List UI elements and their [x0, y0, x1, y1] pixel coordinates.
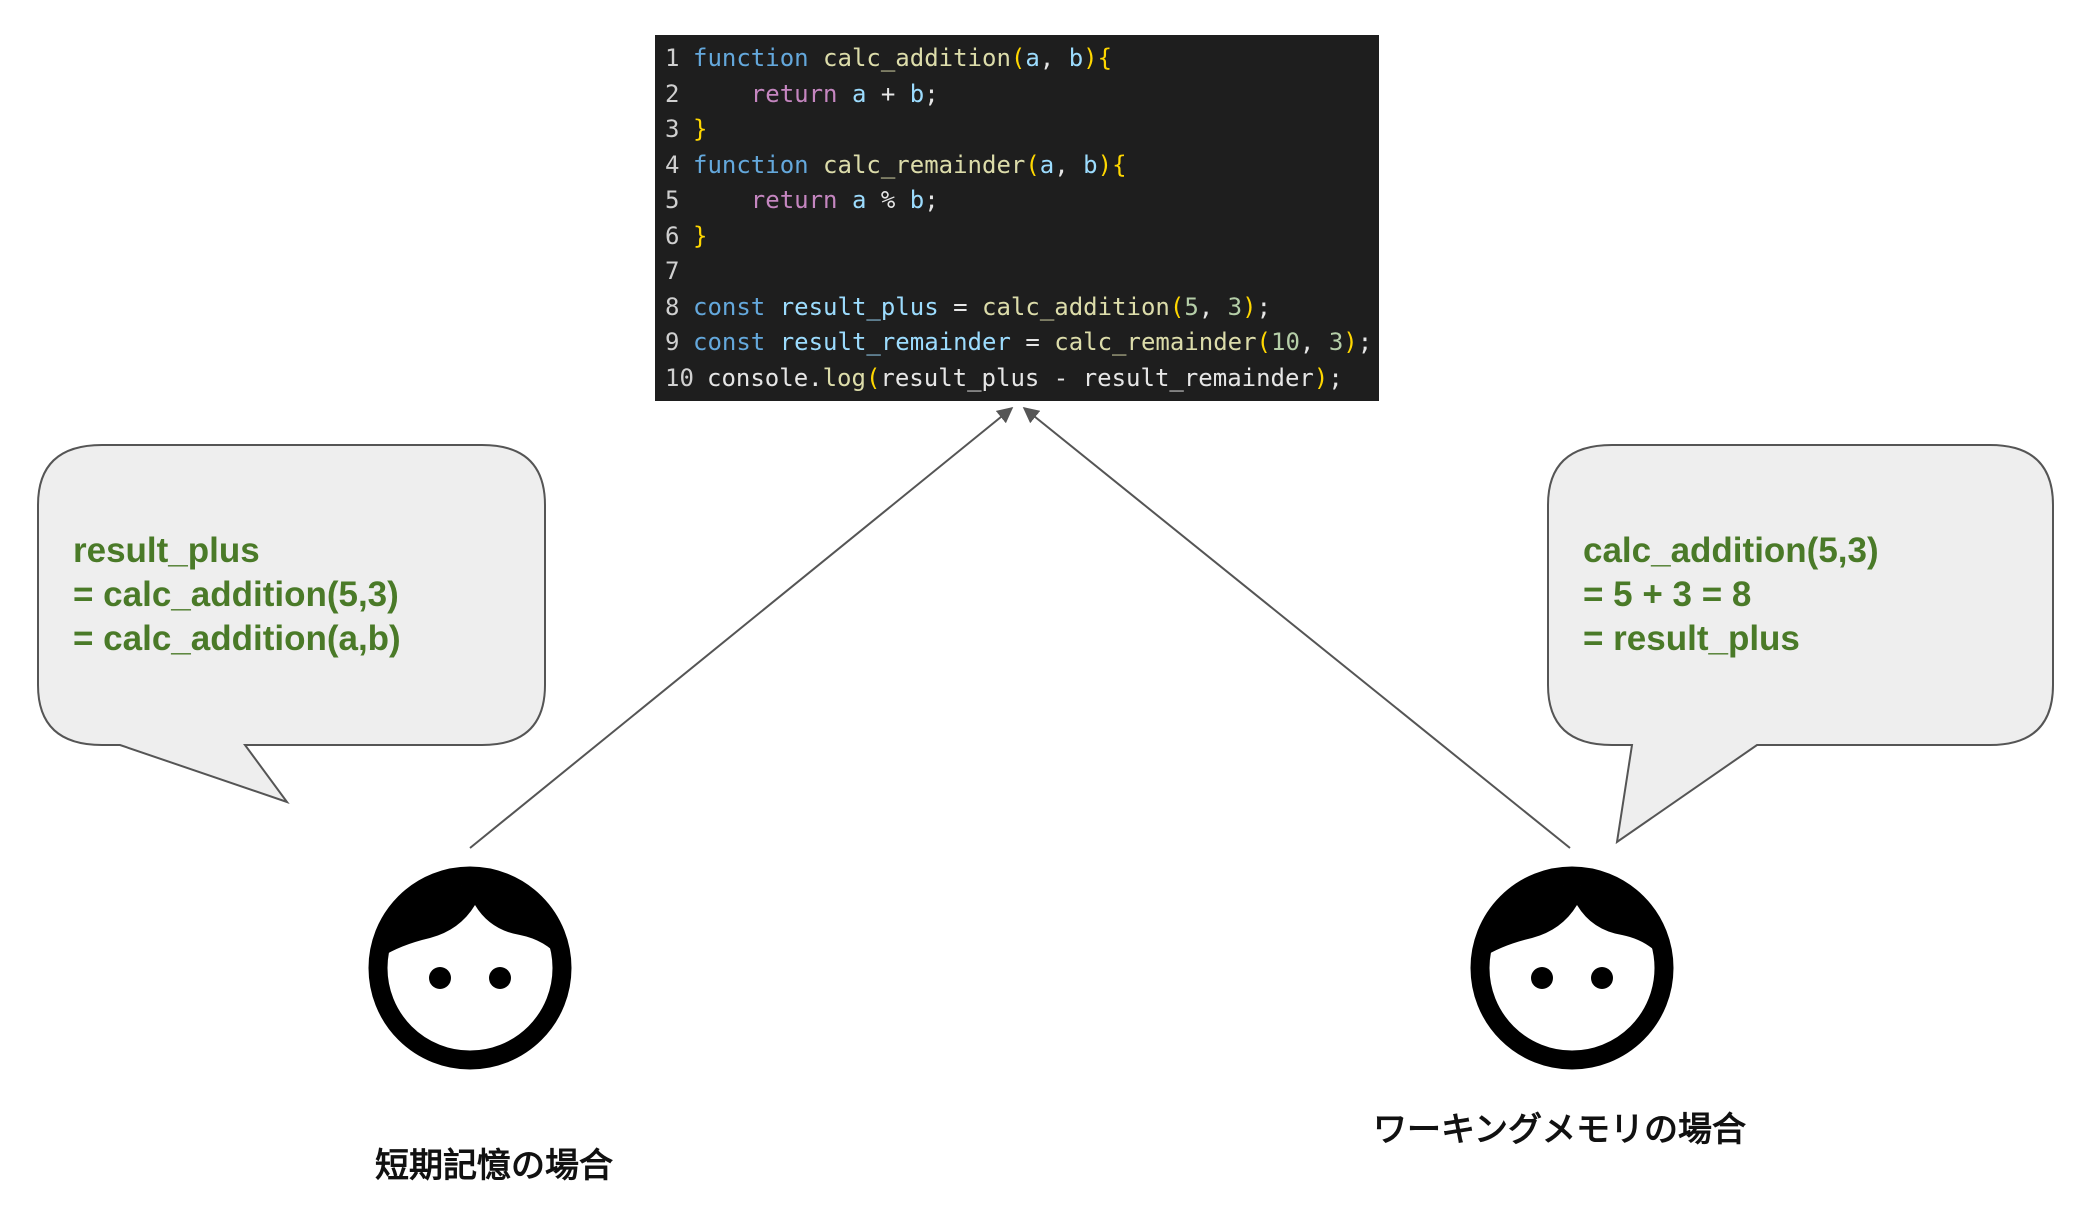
code-token: + — [866, 79, 910, 108]
code-token: ; — [1256, 292, 1272, 321]
code-text: } — [693, 219, 707, 255]
code-token: ( — [1025, 150, 1040, 179]
code-token: ) — [1083, 44, 1098, 72]
code-token: b — [909, 79, 925, 108]
code-token: } — [693, 115, 708, 143]
code-line: 10 console.log(result_plus - result_remai… — [655, 361, 1379, 397]
code-token: ) — [1313, 363, 1329, 392]
line-number: 10 — [665, 363, 694, 392]
code-text: function calc_remainder(a, b){ — [693, 148, 1127, 184]
code-token: ; — [1357, 328, 1373, 356]
code-token: b — [909, 186, 925, 214]
code-token: log — [822, 363, 866, 392]
code-token: calc_addition — [982, 292, 1170, 321]
code-token: return — [750, 186, 838, 214]
left-bubble-text: result_plus = calc_addition(5,3) = calc_… — [73, 531, 401, 658]
line-number: 1 — [665, 44, 680, 72]
code-token: function — [693, 44, 809, 72]
code-text: function calc_addition(a, b){ — [693, 41, 1112, 77]
code-token: = — [938, 292, 983, 321]
line-number: 5 — [665, 186, 680, 214]
code-text: } — [693, 112, 707, 148]
code-token: ( — [1256, 328, 1271, 356]
code-token: ) — [1242, 292, 1257, 321]
code-token: { — [1097, 44, 1113, 72]
code-token: result_plus — [779, 292, 939, 321]
code-token: 5 — [1184, 292, 1199, 321]
code-token: a — [1025, 44, 1040, 72]
code-token: b — [1083, 150, 1098, 179]
code-token: const — [693, 292, 766, 321]
code-token: result_remainder — [779, 328, 1011, 356]
code-text: console.log(result_plus - result_remaind… — [707, 361, 1343, 397]
code-token: 10 — [1271, 328, 1300, 356]
line-number: 9 — [665, 328, 680, 356]
code-token: a — [851, 186, 867, 214]
code-text: return a % b; — [693, 183, 939, 219]
code-token: ; — [924, 79, 939, 108]
code-token: calc_addition — [823, 44, 1011, 72]
code-token: { — [1112, 150, 1127, 179]
code-token: console. — [707, 363, 823, 392]
right-speech-bubble — [1547, 444, 2054, 845]
code-token: } — [693, 221, 708, 250]
right-bubble-text: calc_addition(5,3) = 5 + 3 = 8 = result_… — [1583, 531, 1879, 658]
left-arrow — [469, 406, 1014, 849]
line-number: 6 — [665, 221, 680, 250]
code-line: 5 return a % b; — [655, 183, 1379, 219]
code-token: 3 — [1328, 328, 1344, 356]
code-token: calc_remainder — [823, 150, 1026, 179]
code-token: , — [1039, 44, 1069, 72]
code-token: function — [693, 150, 809, 179]
code-token: , — [1198, 292, 1228, 321]
code-token: result_plus - result_remainder — [880, 363, 1314, 392]
left-caption: 短期記憶の場合 — [375, 1146, 613, 1186]
code-token: = — [1010, 328, 1055, 356]
code-token: ( — [865, 363, 881, 392]
line-number: 2 — [665, 79, 680, 108]
code-line: 1 function calc_addition(a, b){ — [655, 41, 1379, 77]
code-token: ) — [1097, 150, 1113, 179]
code-token: ; — [1328, 363, 1343, 392]
code-text: return a + b; — [693, 77, 939, 113]
code-token: calc_remainder — [1054, 328, 1257, 356]
code-line: 8 const result_plus = calc_addition(5, 3)… — [655, 290, 1379, 326]
right-arrow — [1022, 406, 1571, 849]
right-person-face-icon — [1470, 866, 1674, 1070]
code-token: ( — [1169, 292, 1185, 321]
code-token: % — [866, 186, 910, 214]
line-number: 4 — [665, 150, 680, 179]
code-line: 2 return a + b; — [655, 77, 1379, 113]
line-number: 3 — [665, 115, 680, 143]
code-token: 3 — [1227, 292, 1243, 321]
code-token: ) — [1343, 328, 1358, 356]
code-token: const — [693, 328, 766, 356]
code-line: 7 — [655, 254, 1379, 290]
left-person-face-icon — [368, 866, 572, 1070]
code-token: a — [851, 79, 867, 108]
code-line: 4 function calc_remainder(a, b){ — [655, 148, 1379, 184]
code-line: 9 const result_remainder = calc_remainder… — [655, 325, 1379, 361]
line-number: 8 — [665, 292, 680, 321]
line-number: 7 — [665, 257, 680, 285]
code-token: , — [1054, 150, 1084, 179]
code-token: , — [1299, 328, 1329, 356]
code-token: ; — [924, 186, 939, 214]
code-token: return — [750, 79, 838, 108]
left-speech-bubble — [37, 444, 546, 804]
right-caption: ワーキングメモリの場合 — [1373, 1110, 1746, 1150]
code-token: a — [1039, 150, 1055, 179]
code-text: const result_plus = calc_addition(5, 3); — [693, 290, 1271, 326]
code-line: 3} — [655, 112, 1379, 148]
code-token: ( — [1010, 44, 1026, 72]
code-line: 6} — [655, 219, 1379, 255]
code-token: b — [1068, 44, 1084, 72]
code-text: const result_remainder = calc_remainder(… — [693, 325, 1372, 361]
